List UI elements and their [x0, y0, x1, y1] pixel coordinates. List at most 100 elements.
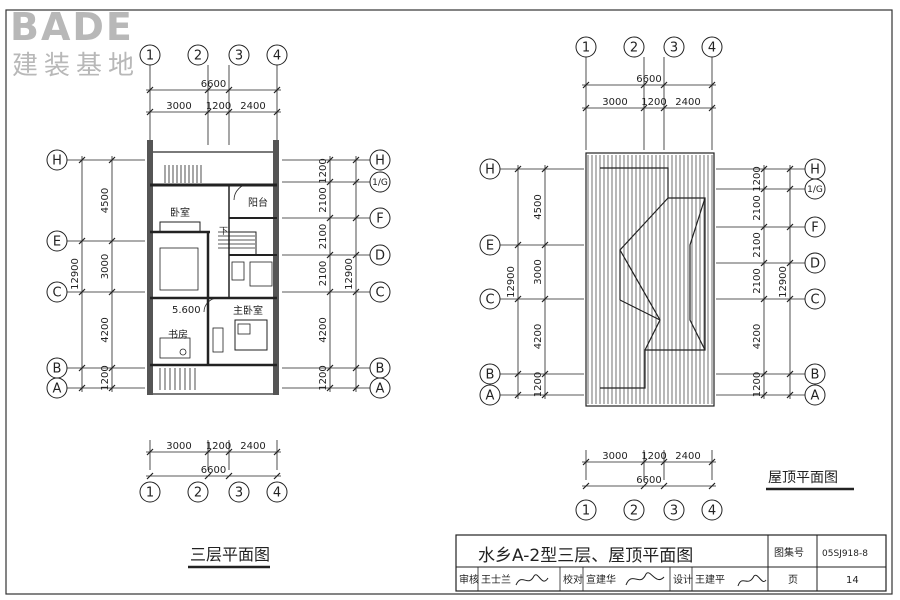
bottom-axis-2-circle: [187, 481, 209, 503]
sheet-border: [5, 9, 893, 595]
check-name: 宣建华: [586, 573, 616, 586]
dimension-line: [660, 81, 668, 89]
dimension-line: [786, 185, 794, 193]
dimension-line: [541, 241, 549, 249]
top-axis-4-label: 4: [273, 49, 281, 64]
bottom-axis-4-label: 4: [708, 504, 716, 519]
dimension-line: [273, 86, 281, 94]
dimension-line: [514, 295, 522, 303]
dimension-line: [146, 448, 154, 456]
dimension-line: [273, 448, 281, 456]
page-label: 页: [788, 574, 798, 586]
dimension-line: [326, 251, 334, 259]
bottom-axis-2-label: 2: [630, 504, 638, 519]
right-axis-d-label: D: [375, 249, 385, 264]
atlas-number: 05SJ918-8: [822, 549, 868, 559]
dimension-line: [514, 165, 522, 173]
dimension-line: [326, 156, 334, 164]
review-name: 王士兰: [481, 573, 511, 586]
design-signature: [737, 574, 767, 587]
check-signature: [625, 572, 665, 586]
top-axis-2-circle: [623, 36, 645, 58]
left-axis-e-label: E: [53, 235, 61, 250]
dimension-line: [225, 108, 233, 116]
dimension-line: [352, 178, 360, 186]
dimension-line: [582, 104, 590, 112]
top-part-dim-3: 2400: [675, 97, 700, 108]
dimension-line: [786, 295, 794, 303]
top-axis-3-label: 3: [235, 49, 243, 64]
right-axis-c-label: C: [375, 286, 384, 301]
design-label: 设计: [673, 573, 693, 586]
bottom-axis-4-circle: [266, 481, 288, 503]
right-axis-f-label: F: [376, 212, 383, 227]
left-part-dim-4: 1200: [533, 372, 544, 397]
right-axis-c-label: C: [810, 293, 819, 308]
top-axis-1-label: 1: [146, 49, 154, 64]
top-axis-3-circle: [228, 44, 250, 66]
logo: BADE 建装基地: [10, 5, 140, 81]
right-axis-h-label: H: [375, 154, 385, 169]
right-axis-a-label: A: [376, 382, 385, 397]
atlas-label: 图集号: [774, 546, 804, 559]
dimension-line: [786, 391, 794, 399]
left-part-dim-3: 4200: [533, 324, 544, 349]
dimension-line: [326, 214, 334, 222]
third-floor-plan-title: 三层平面图: [190, 545, 270, 564]
bottom-axis-2-circle: [623, 499, 645, 521]
dimension-line: [352, 156, 360, 164]
dimension-line: [760, 295, 768, 303]
right-axis-f-label: F: [811, 221, 818, 236]
logo-subtitle: 建装基地: [12, 51, 140, 81]
right-part-dim-6: 1200: [318, 365, 329, 390]
bottom-axis-3-circle: [228, 481, 250, 503]
dimension-line: [582, 482, 590, 490]
stair-down-label: 下: [219, 227, 228, 237]
roof-tiles: [585, 152, 715, 407]
dimension-line: [514, 241, 522, 249]
right-axis-1-g-label: 1/G: [372, 178, 388, 188]
dimension-line: [541, 391, 549, 399]
dimension-line: [204, 472, 212, 480]
dimension-line: [760, 165, 768, 173]
dimension-line: [786, 223, 794, 231]
right-part-dim-2: 2100: [318, 187, 329, 212]
dimension-line: [326, 178, 334, 186]
bottom-axis-2-label: 2: [194, 486, 202, 501]
left-axis-a-label: A: [486, 389, 495, 404]
dimension-line: [326, 364, 334, 372]
top-axis-4-label: 4: [708, 41, 716, 56]
right-part-dim-5: 4200: [318, 317, 329, 342]
top-axis-2-circle: [187, 44, 209, 66]
bottom-part-dim-1: 3000: [166, 441, 191, 452]
dimension-line: [541, 295, 549, 303]
dimension-line: [660, 482, 668, 490]
bottom-part-dim-1: 3000: [602, 451, 627, 462]
dimension-line: [78, 288, 86, 296]
right-axis-h-label: H: [810, 163, 820, 178]
dimension-line: [78, 237, 86, 245]
right-part-dim-5: 4200: [752, 324, 763, 349]
left-total-dim: 12900: [70, 258, 81, 290]
design-name: 王建平: [695, 573, 725, 586]
bottom-total-dim: 6600: [636, 475, 661, 486]
left-axis-e-label: E: [486, 239, 494, 254]
bottom-axis-4-label: 4: [273, 486, 281, 501]
dimension-line: [760, 370, 768, 378]
dimension-line: [352, 251, 360, 259]
left-axis-h-label: H: [52, 154, 62, 169]
bottom-part-dim-2: 1200: [641, 451, 666, 462]
dimension-line: [146, 108, 154, 116]
bottom-part-dim-3: 2400: [240, 441, 265, 452]
dimension-line: [582, 458, 590, 466]
dimension-line: [708, 81, 716, 89]
dimension-line: [708, 482, 716, 490]
right-part-dim-4: 2100: [752, 268, 763, 293]
dimension-line: [78, 156, 86, 164]
bottom-part-dim-3: 2400: [675, 451, 700, 462]
right-part-dim-6: 1200: [752, 372, 763, 397]
dimension-line: [760, 185, 768, 193]
dimension-line: [660, 104, 668, 112]
dimension-line: [640, 81, 648, 89]
